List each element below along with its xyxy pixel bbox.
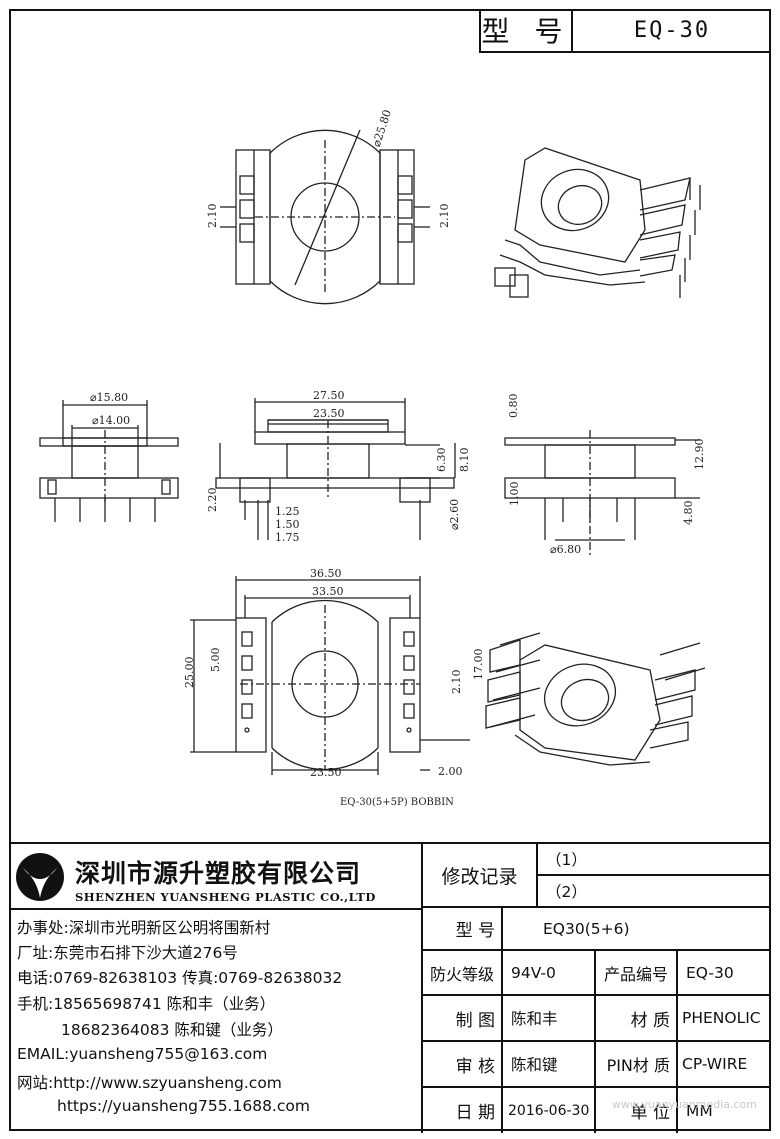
dim-12-90: 12.90	[693, 439, 706, 471]
divider	[501, 906, 503, 1133]
dim-5-00: 5.00	[209, 648, 222, 673]
model-value: EQ30(5+6)	[543, 919, 630, 938]
material-value: PHENOLIC	[682, 1009, 761, 1027]
dim-1-25: 1.25	[275, 505, 300, 518]
dim-2-10-left: 2.10	[206, 204, 219, 229]
iso-view-bottom	[485, 632, 706, 766]
divider	[9, 908, 421, 910]
dim-6-30: 6.30	[435, 448, 448, 473]
dim-1-50: 1.50	[275, 518, 300, 531]
unit-value: MM	[686, 1101, 713, 1120]
revision-label: 修改记录	[441, 865, 518, 888]
model-label: 型 号	[455, 921, 495, 941]
divider	[421, 1086, 771, 1088]
dim-2-10-right: 2.10	[438, 204, 451, 229]
product-no-value: EQ-30	[686, 963, 734, 982]
divider	[676, 949, 678, 1133]
material-label: 材 质	[630, 1010, 670, 1031]
info-section: 深圳市源升塑胶有限公司 SHENZHEN YUANSHENG PLASTIC C…	[9, 842, 771, 1133]
website-2: https://yuansheng755.1688.com	[57, 1097, 310, 1115]
factory-address: 厂址:东莞市石排下沙大道276号	[17, 944, 238, 962]
watermark: www.yuanyuanmedia.com	[611, 1098, 757, 1111]
dim-23-50-top: 23.50	[313, 407, 345, 420]
dim-2-10-bottom: 2.10	[450, 670, 463, 695]
mobile-1: 手机:18565698741 陈和丰（业务）	[17, 995, 276, 1013]
website-1: 网站:http://www.szyuansheng.com	[17, 1074, 282, 1092]
company-logo	[16, 853, 64, 901]
title-model-label: 型 号	[481, 15, 571, 48]
fire-rating-value: 94V-0	[511, 963, 556, 982]
date-value: 2016-06-30	[508, 1102, 590, 1119]
email: EMAIL:yuansheng755@163.com	[17, 1045, 268, 1063]
company-name-cn: 深圳市源升塑胶有限公司	[75, 859, 362, 888]
phone-fax: 电话:0769-82638103 传真:0769-82638032	[17, 969, 343, 987]
divider	[594, 949, 596, 1133]
dim-1-00: 1.00	[508, 482, 521, 507]
divider	[421, 949, 771, 951]
dim-2-20: 2.20	[206, 488, 219, 513]
dim-d14-00: ⌀14.00	[92, 414, 130, 427]
dim-36-50: 36.50	[310, 567, 342, 580]
dim-d15-80: ⌀15.80	[90, 391, 128, 404]
title-model-value: EQ-30	[633, 17, 711, 43]
checked-by-label: 审 核	[455, 1056, 495, 1077]
drawing-frame	[9, 9, 771, 1131]
mobile-2: 18682364083 陈和键（业务）	[61, 1021, 283, 1039]
date-label: 日 期	[455, 1103, 495, 1123]
dim-4-80: 4.80	[682, 501, 695, 526]
title-block: 型 号 EQ-30	[479, 9, 771, 53]
dim-17-00: 17.00	[472, 649, 485, 681]
dim-d2-60: ⌀2.60	[448, 499, 461, 530]
dim-d25-80: ⌀25.80	[370, 108, 394, 148]
dim-27-50: 27.50	[313, 389, 345, 402]
pin-material-value: CP-WIRE	[682, 1055, 748, 1073]
bottom-view	[190, 576, 470, 775]
fire-rating-label: 防火等级	[429, 964, 494, 984]
dim-23-50-bottom: 23.50	[310, 766, 342, 779]
iso-view-top	[494, 147, 701, 298]
revision-2: （2）	[546, 883, 587, 901]
divider	[421, 844, 423, 1133]
office-address: 办事处:深圳市光明新区公明将围新村	[17, 919, 271, 937]
company-name-en: SHENZHEN YUANSHENG PLASTIC CO.,LTD	[75, 890, 376, 904]
unit-label: 单 位	[630, 1103, 670, 1123]
front-view	[215, 398, 456, 540]
checked-by-value: 陈和键	[511, 1056, 558, 1074]
revision-1: （1）	[546, 851, 587, 869]
top-view	[220, 129, 430, 305]
title-divider	[571, 9, 573, 51]
product-no-label: 产品编号	[603, 964, 668, 984]
dim-2-00: 2.00	[438, 765, 463, 778]
dim-8-10: 8.10	[458, 448, 471, 473]
side-view-left	[39, 400, 179, 522]
divider	[421, 906, 771, 908]
drawing-caption: EQ-30(5+5P) BOBBIN	[340, 797, 454, 808]
side-view-right	[504, 430, 700, 555]
dim-0-80: 0.80	[507, 394, 520, 419]
dim-d6-80: ⌀6.80	[550, 543, 581, 556]
divider	[536, 874, 771, 876]
bobbin-drawing: ⌀25.80 2.10 2.10	[39, 108, 706, 808]
divider	[421, 1040, 771, 1042]
dim-1-75: 1.75	[275, 531, 300, 544]
dim-33-50: 33.50	[312, 585, 344, 598]
divider	[421, 994, 771, 996]
drawn-by-label: 制 图	[455, 1010, 495, 1031]
drawn-by-value: 陈和丰	[511, 1010, 558, 1028]
pin-material-label: PIN材 质	[606, 1056, 670, 1075]
dim-25-00: 25.00	[183, 657, 196, 689]
